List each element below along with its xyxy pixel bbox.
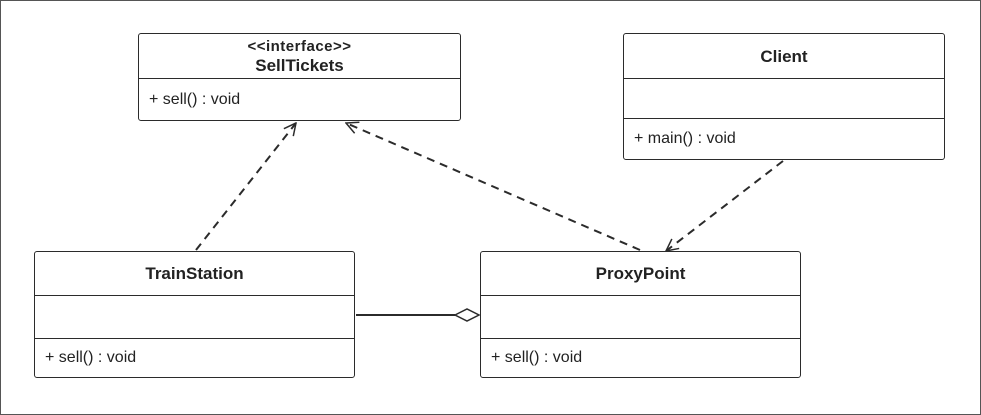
operation-sell: + sell() : void	[149, 90, 241, 108]
class-header: <<interface>> SellTickets	[139, 34, 460, 79]
operations-section: + sell() : void	[139, 79, 460, 120]
operation-sell: + sell() : void	[491, 349, 583, 366]
class-client[interactable]: Client + main() : void	[623, 33, 945, 160]
operations-section: + sell() : void	[481, 339, 800, 377]
class-header: ProxyPoint	[481, 252, 800, 296]
class-name: SellTickets	[255, 56, 344, 75]
class-header: Client	[624, 34, 944, 79]
class-name: ProxyPoint	[595, 264, 686, 283]
class-name: Client	[760, 46, 808, 66]
operation-main: + main() : void	[634, 130, 736, 147]
class-sell-tickets[interactable]: <<interface>> SellTickets + sell() : voi…	[138, 33, 461, 121]
attributes-section	[624, 79, 944, 119]
class-train-station[interactable]: TrainStation + sell() : void	[34, 251, 355, 378]
stereotype-label: <<interface>>	[247, 38, 352, 55]
class-header: TrainStation	[35, 252, 354, 296]
class-name: TrainStation	[145, 264, 244, 283]
operation-sell: + sell() : void	[45, 349, 137, 366]
attributes-section	[35, 296, 354, 339]
attributes-section	[481, 296, 800, 339]
operations-section: + main() : void	[624, 119, 944, 159]
operations-section: + sell() : void	[35, 339, 354, 377]
class-proxy-point[interactable]: ProxyPoint + sell() : void	[480, 251, 801, 378]
